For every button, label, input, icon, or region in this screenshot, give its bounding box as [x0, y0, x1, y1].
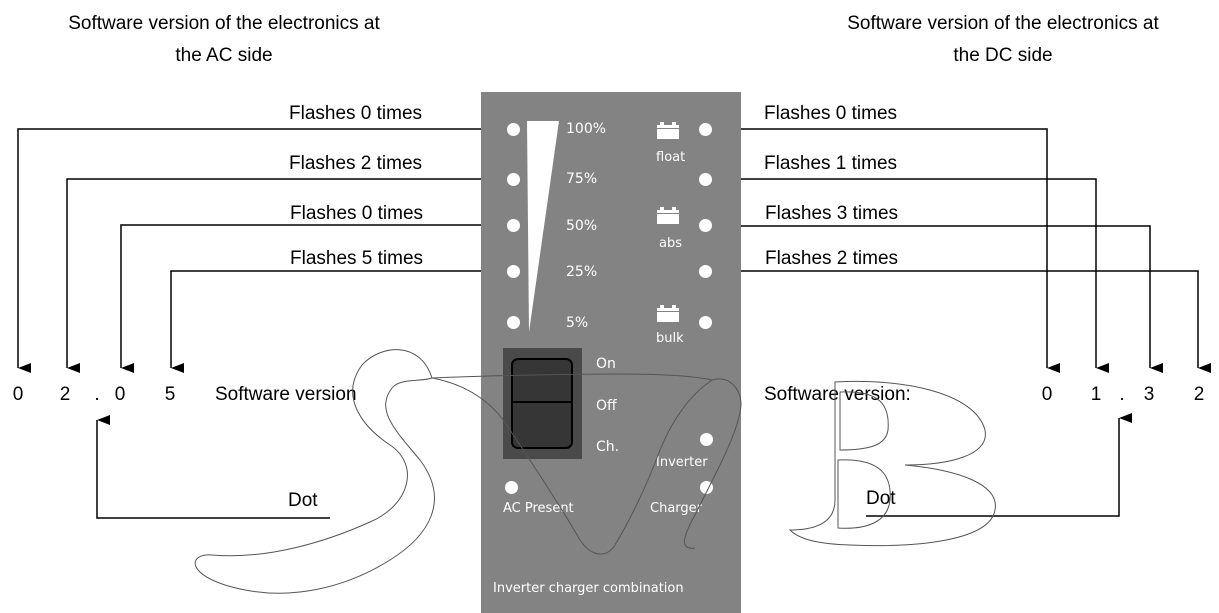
- led-charger: [700, 481, 713, 494]
- ac-flash-label-1: Flashes 0 times: [289, 103, 423, 124]
- dc-heading-line-1: Software version of the electronics at: [847, 13, 1159, 34]
- stage-label-abs: abs: [659, 236, 682, 251]
- ac-version-dot: .: [94, 384, 100, 405]
- led-float: [699, 123, 712, 136]
- inverter-label: Inverter: [656, 455, 708, 470]
- stage-label-bulk: bulk: [656, 331, 684, 346]
- led-abs: [699, 219, 712, 232]
- percent-label-100: 100%: [566, 121, 607, 137]
- ac-flash-label-4: Flashes 5 times: [290, 248, 424, 269]
- switch-label-charge: Ch.: [596, 439, 620, 455]
- led-25: [507, 265, 520, 278]
- dc-dot-pointer: [866, 413, 1132, 517]
- ac-software-version-label: Software version: [215, 384, 357, 405]
- ac-flash-label-2: Flashes 2 times: [289, 153, 423, 174]
- dc-flash-label-3: Flashes 3 times: [765, 203, 899, 224]
- ac-connector-3: [120, 224, 513, 373]
- dc-connector-3: [705, 225, 1163, 373]
- ac-connector-1: [17, 128, 513, 373]
- dc-heading-line-2: the DC side: [953, 45, 1053, 66]
- ac-version-digit-2: 2: [59, 384, 71, 405]
- ac-heading-line-2: the AC side: [175, 45, 273, 66]
- percent-label-50: 50%: [566, 218, 598, 234]
- battery-bulk-icon: [657, 305, 679, 322]
- percent-label-5: 5%: [566, 315, 589, 331]
- dc-version-digit-2: 1: [1090, 384, 1102, 405]
- dc-connector-4: [705, 270, 1211, 373]
- dc-heading: Software version of the electronics at t…: [803, 10, 1203, 70]
- percent-label-75: 75%: [566, 171, 598, 187]
- ac-connector-2: [66, 178, 513, 373]
- ac-version-digit-1: 0: [12, 384, 24, 405]
- ac-connector-4: [170, 270, 513, 373]
- dc-dot-label: Dot: [866, 488, 896, 509]
- dc-connector-1: [705, 128, 1060, 373]
- panel-footer: Inverter charger combination: [493, 581, 684, 596]
- ac-present-label: AC Present: [503, 501, 574, 516]
- percent-label-25: 25%: [566, 264, 598, 280]
- dc-flash-label-1: Flashes 0 times: [764, 103, 898, 124]
- battery-abs-icon: [657, 207, 679, 224]
- ac-flash-label-3: Flashes 0 times: [290, 203, 424, 224]
- dc-flash-label-4: Flashes 2 times: [765, 248, 899, 269]
- battery-float-icon: [657, 122, 679, 139]
- stage-label-float: float: [656, 150, 686, 165]
- led-5: [507, 316, 520, 329]
- switch-label-off: Off: [596, 398, 617, 414]
- switch-label-on: On: [596, 356, 616, 372]
- led-float-lower: [699, 173, 712, 186]
- led-abs-lower: [699, 265, 712, 278]
- ac-heading: Software version of the electronics at t…: [24, 10, 424, 70]
- ac-version-digit-3: 0: [114, 384, 126, 405]
- mode-switch-divider: [513, 401, 571, 403]
- led-ac-present: [505, 481, 518, 494]
- mode-switch[interactable]: [503, 348, 582, 459]
- dc-connector-2: [705, 178, 1109, 373]
- ac-version-digit-4: 5: [164, 384, 176, 405]
- battery-gauge-wedge: [527, 121, 559, 332]
- ac-dot-label: Dot: [288, 490, 318, 511]
- ac-heading-line-1: Software version of the electronics at: [68, 13, 380, 34]
- dc-software-version-label: Software version:: [764, 384, 911, 405]
- led-50: [507, 219, 520, 232]
- led-inverter: [700, 433, 713, 446]
- dc-version-digit-3: 3: [1143, 384, 1155, 405]
- led-bulk: [699, 316, 712, 329]
- mode-switch-rocker: [511, 358, 573, 449]
- dc-version-digit-1: 0: [1041, 384, 1053, 405]
- led-100: [507, 123, 520, 136]
- led-75: [507, 173, 520, 186]
- charger-label: Charger: [650, 501, 702, 516]
- dc-flash-label-2: Flashes 1 times: [764, 153, 898, 174]
- dc-version-digit-4: 2: [1193, 384, 1205, 405]
- dc-version-dot: .: [1119, 384, 1125, 405]
